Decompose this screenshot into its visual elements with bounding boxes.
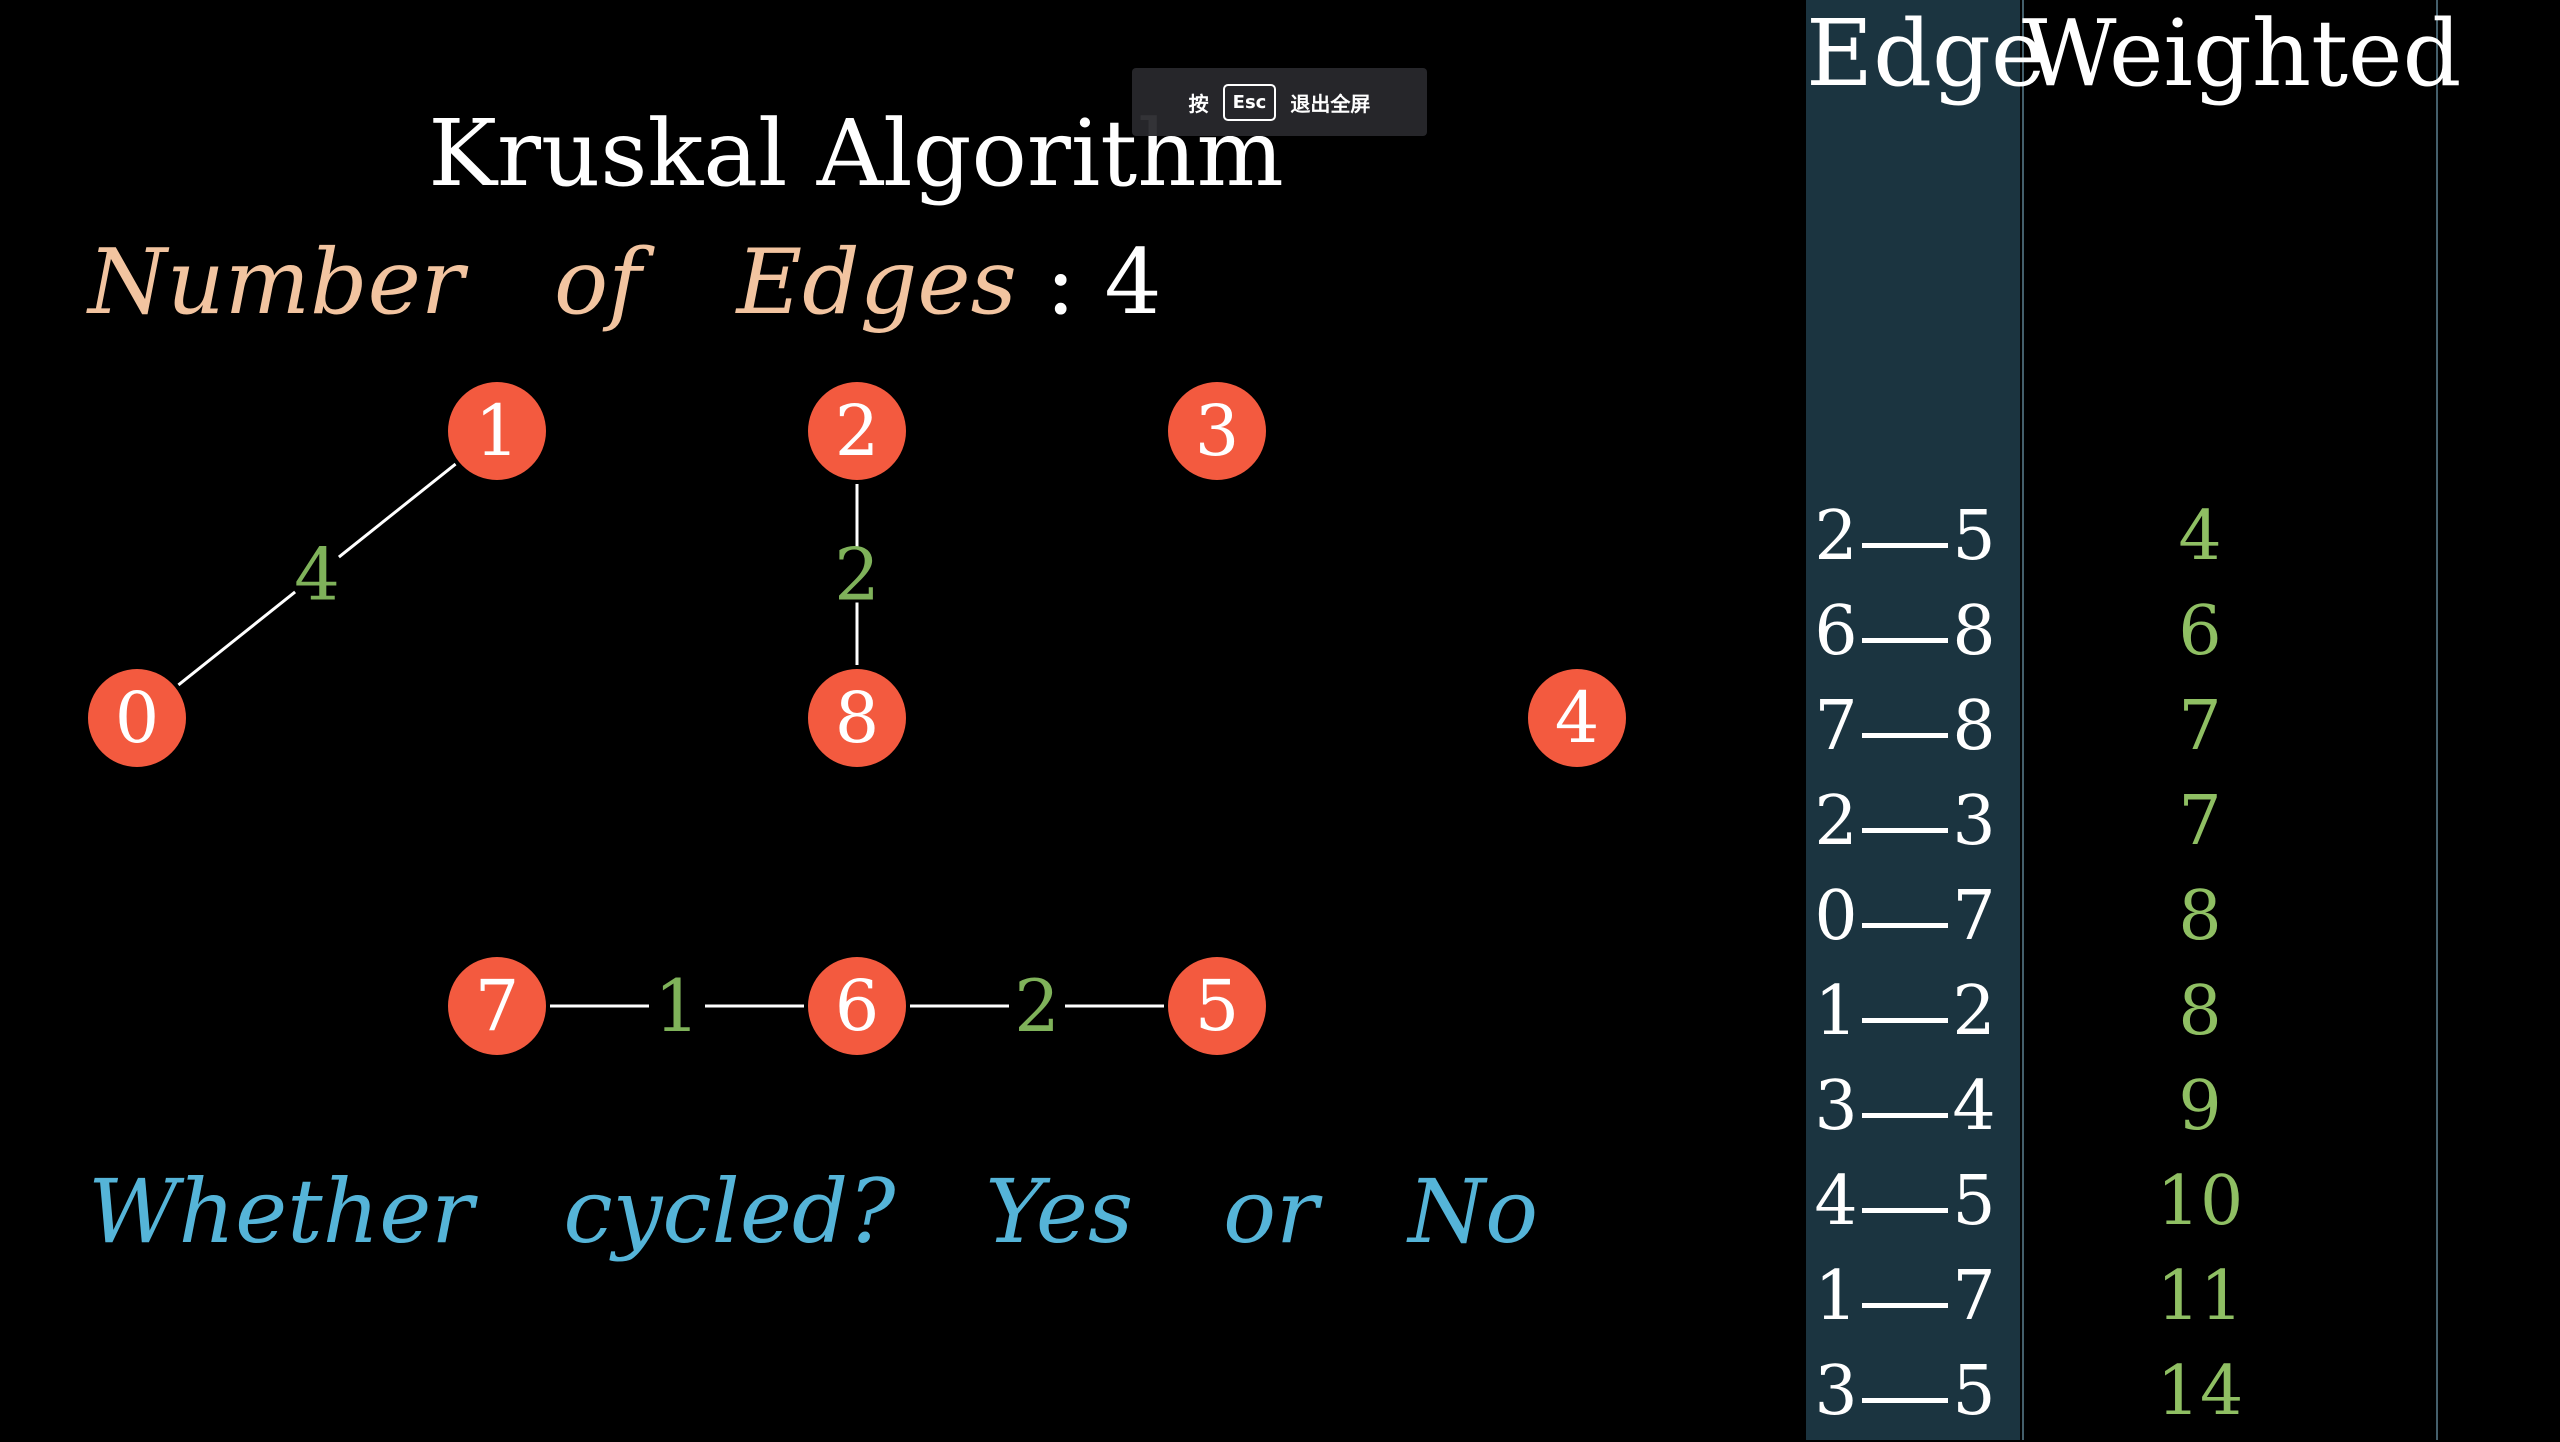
edge-dash: [1862, 828, 1948, 833]
edge-endpoint-b: 2: [1952, 972, 1996, 1051]
toast-suffix: 退出全屏: [1290, 91, 1371, 116]
graph-node-7: 7: [448, 957, 546, 1055]
edge-weight-value: 10: [2156, 1162, 2244, 1241]
edge-endpoint-a: 6: [1814, 592, 1858, 671]
edge-endpoint-a: 1: [1814, 972, 1858, 1051]
edge-weight-value: 14: [2156, 1352, 2244, 1431]
graph-node-6: 6: [808, 957, 906, 1055]
node-label: 7: [475, 965, 520, 1047]
edge-endpoint-a: 3: [1814, 1067, 1858, 1146]
edge-weight-label: 1: [654, 964, 700, 1048]
weight-column: [2022, 0, 2438, 1440]
edge-column: [1806, 0, 2020, 1440]
node-circle: [808, 957, 906, 1055]
node-circle: [448, 382, 546, 480]
edge-weight-label: 4: [294, 533, 340, 617]
graph-edge: [337, 462, 457, 559]
edge-dash: [1862, 1113, 1948, 1118]
node-label: 4: [1555, 677, 1600, 759]
question-word: No: [1408, 1160, 1539, 1263]
toast-prefix: 按: [1188, 91, 1209, 116]
edge-dash: [1862, 733, 1948, 738]
edge-dash: [1862, 1018, 1948, 1023]
node-circle: [448, 957, 546, 1055]
node-circle: [1168, 382, 1266, 480]
edge-dash: [1862, 543, 1948, 548]
edge-count-separator: :: [1045, 230, 1076, 335]
graph-node-5: 5: [1168, 957, 1266, 1055]
edge-count-word: Edges: [736, 230, 1017, 335]
edge-dash: [1862, 923, 1948, 928]
edge-endpoint-b: 7: [1952, 877, 1996, 956]
edge-dash: [1862, 1208, 1948, 1213]
node-label: 1: [475, 390, 520, 472]
edge-endpoint-a: 2: [1814, 497, 1858, 576]
edge-weight-value: 7: [2178, 687, 2222, 766]
edge-endpoint-b: 7: [1952, 1257, 1996, 1336]
node-circle: [1168, 957, 1266, 1055]
edge-count-value: 4: [1104, 230, 1162, 335]
edge-endpoint-a: 0: [1814, 877, 1858, 956]
edge-endpoint-b: 8: [1952, 687, 1996, 766]
edge-endpoint-b: 5: [1952, 1162, 1996, 1241]
edge-weight-value: 8: [2178, 877, 2222, 956]
question-word: cycled?: [563, 1160, 896, 1263]
question-word: Whether: [88, 1160, 474, 1263]
edge-endpoint-b: 5: [1952, 497, 1996, 576]
node-label: 8: [835, 677, 880, 759]
node-label: 0: [115, 677, 160, 759]
graph-node-2: 2: [808, 382, 906, 480]
edge-endpoint-a: 4: [1814, 1162, 1858, 1241]
edge-weight-value: 7: [2178, 782, 2222, 861]
graph-canvas: 4 2 1 2 1 2 3 0 8 4 7 6 5: [88, 382, 1626, 1055]
question-word: Yes: [985, 1160, 1134, 1263]
edge-weight-label: 2: [1014, 964, 1060, 1048]
node-circle: [1528, 669, 1626, 767]
node-label: 6: [835, 965, 880, 1047]
node-label: 2: [835, 390, 880, 472]
weight-column-header: Weighted: [2022, 0, 2462, 107]
edge-column-header: Edge: [1806, 0, 2046, 107]
fullscreen-exit-hint: 按 Esc 退出全屏: [1132, 68, 1427, 136]
edge-dash: [1862, 1398, 1948, 1403]
edge-dash: [1862, 1303, 1948, 1308]
node-circle: [808, 382, 906, 480]
edge-endpoint-b: 3: [1952, 782, 1996, 861]
edge-count-label: Number of Edges : 4: [88, 230, 1162, 335]
edge-weight-label: 2: [834, 533, 880, 617]
edge-weight-value: 6: [2178, 592, 2222, 671]
graph-node-8: 8: [808, 669, 906, 767]
graph-node-3: 3: [1168, 382, 1266, 480]
esc-key-badge[interactable]: Esc: [1222, 83, 1277, 121]
question-word: or: [1223, 1160, 1319, 1263]
node-circle: [88, 669, 186, 767]
graph-node-0: 0: [88, 669, 186, 767]
edge-weight-value: 8: [2178, 972, 2222, 1051]
node-label: 5: [1195, 965, 1240, 1047]
graph-node-4: 4: [1528, 669, 1626, 767]
graph-edge: [177, 590, 297, 687]
edge-endpoint-a: 3: [1814, 1352, 1858, 1431]
edge-endpoint-b: 8: [1952, 592, 1996, 671]
edge-weight-value: 11: [2156, 1257, 2244, 1336]
edge-count-word: Number: [88, 230, 464, 335]
edge-endpoint-a: 7: [1814, 687, 1858, 766]
edge-count-word: of: [553, 230, 642, 335]
edge-dash: [1862, 638, 1948, 643]
edge-weight-value: 4: [2178, 497, 2222, 576]
edge-weight-value: 9: [2178, 1067, 2222, 1146]
graph-node-1: 1: [448, 382, 546, 480]
edge-endpoint-a: 2: [1814, 782, 1858, 861]
edge-endpoint-b: 5: [1952, 1352, 1996, 1431]
node-circle: [808, 669, 906, 767]
edge-endpoint-a: 1: [1814, 1257, 1858, 1336]
edge-endpoint-b: 4: [1952, 1067, 1996, 1146]
node-label: 3: [1195, 390, 1240, 472]
